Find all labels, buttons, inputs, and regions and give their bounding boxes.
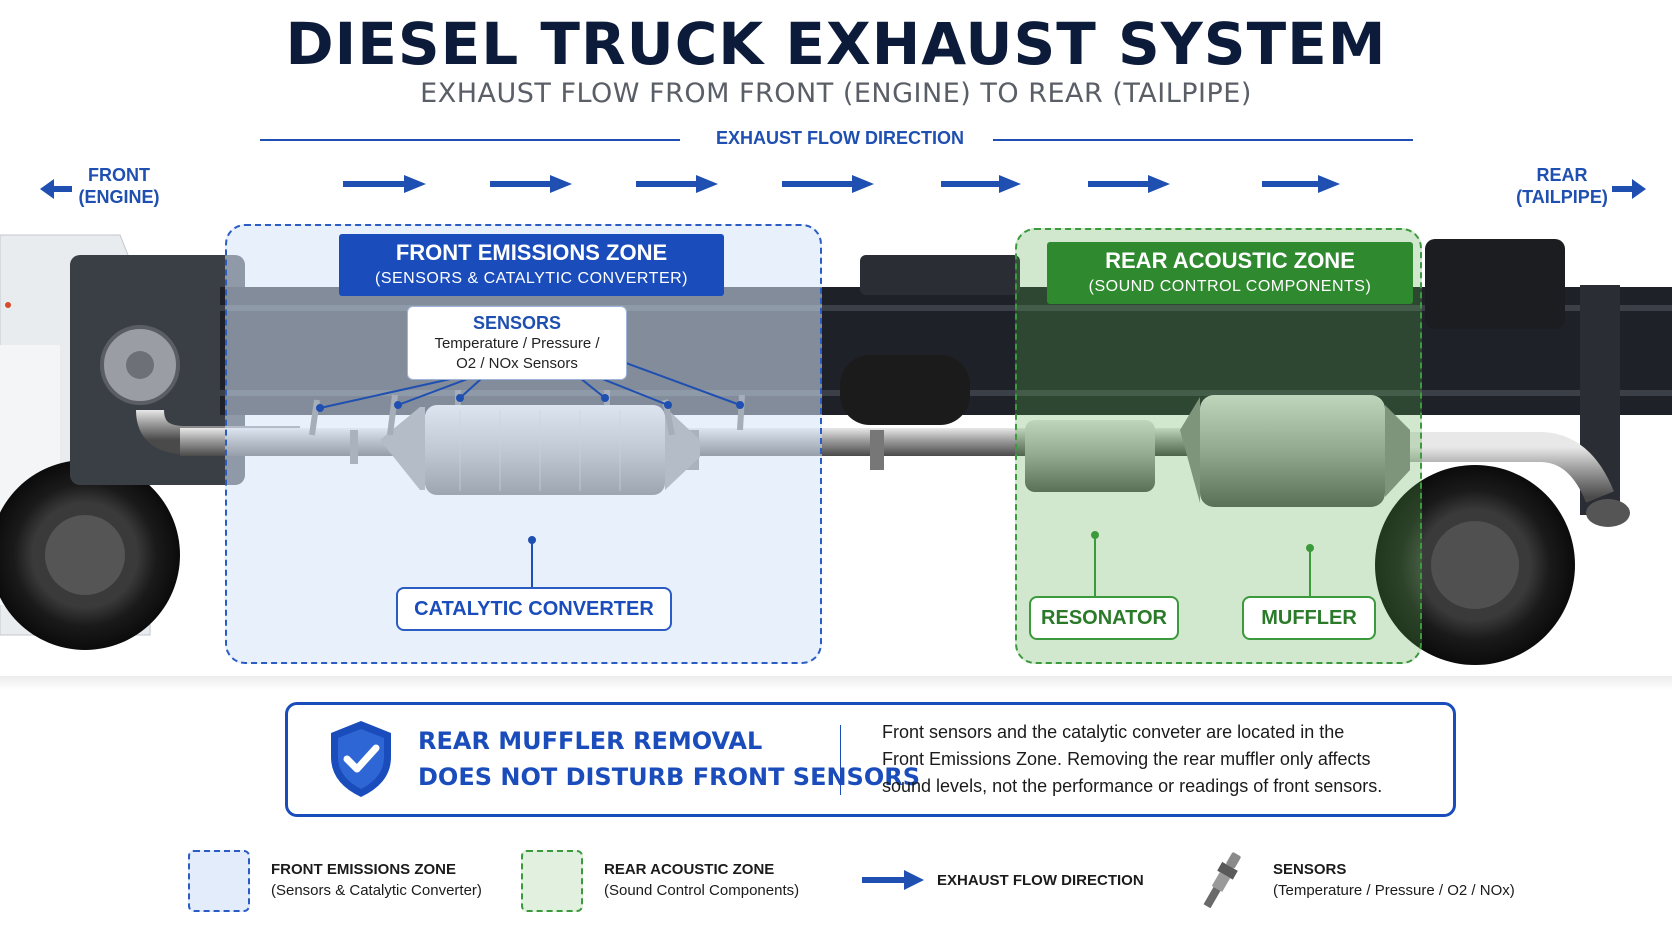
front-label-line2: (ENGINE) <box>78 187 160 207</box>
shield-check-icon <box>331 721 391 797</box>
legend-sensors-sub: (Temperature / Pressure / O2 / NOx) <box>1273 882 1515 899</box>
flow-direction-label: EXHAUST FLOW DIRECTION <box>716 128 964 148</box>
ground-shadow <box>0 676 1672 690</box>
legend-rear-sub: (Sound Control Components) <box>604 882 800 899</box>
legend-front-swatch <box>188 850 250 912</box>
catalytic-converter-callout: CATALYTIC CONVERTER <box>396 587 672 631</box>
notice-body-line2: Front Emissions Zone. Removing the rear … <box>882 749 1371 769</box>
legend-front: FRONT EMISSIONS ZONE (Sensors & Catalyti… <box>271 859 482 901</box>
notice-heading: REAR MUFFLER REMOVAL DOES NOT DISTURB FR… <box>418 723 920 795</box>
rear-label-line1: REAR <box>1536 165 1588 185</box>
flow-line-left <box>260 139 680 141</box>
rear-zone-subtitle: (SOUND CONTROL COMPONENTS) <box>1088 278 1372 295</box>
front-zone-title: FRONT EMISSIONS ZONE <box>395 240 668 265</box>
sensors-callout-title: SENSORS <box>472 313 562 333</box>
arrow-right-icon <box>1612 179 1646 199</box>
notice-body: Front sensors and the catalytic conveter… <box>882 719 1422 800</box>
notice-heading-line2: DOES NOT DISTURB FRONT SENSORS <box>418 763 921 791</box>
notice-panel: REAR MUFFLER REMOVAL DOES NOT DISTURB FR… <box>285 702 1456 817</box>
resonator-callout: RESONATOR <box>1029 596 1179 640</box>
muffler-illustration <box>1180 395 1410 507</box>
page-subtitle: EXHAUST FLOW FROM FRONT (ENGINE) TO REAR… <box>420 78 1252 109</box>
notice-body-line1: Front sensors and the catalytic conveter… <box>882 722 1345 742</box>
notice-body-line3: sound levels, not the performance or rea… <box>882 776 1383 796</box>
sensors-callout: SENSORS Temperature / Pressure / O2 / NO… <box>407 306 627 380</box>
front-zone-subtitle: (SENSORS & CATALYTIC CONVERTER) <box>374 270 689 287</box>
sensors-callout-line1: Temperature / Pressure / <box>434 335 600 352</box>
front-zone-title-banner: FRONT EMISSIONS ZONE (SENSORS & CATALYTI… <box>339 234 724 296</box>
legend-flow-arrow-icon <box>862 870 924 890</box>
rear-tailpipe-label: REAR (TAILPIPE) <box>1512 164 1612 208</box>
fuel-tank <box>1425 239 1565 329</box>
front-label-line1: FRONT <box>88 165 150 185</box>
sensors-callout-line2: O2 / NOx Sensors <box>456 355 578 372</box>
legend-rear-title: REAR ACOUSTIC ZONE <box>604 861 775 878</box>
page-title: DIESEL TRUCK EXHAUST SYSTEM <box>285 10 1387 78</box>
legend-sensors-title: SENSORS <box>1273 861 1347 878</box>
flow-arrow-2 <box>490 175 572 193</box>
flow-arrow-6 <box>1088 175 1170 193</box>
notice-divider <box>840 725 841 795</box>
flow-arrow-3 <box>636 175 718 193</box>
resonator-illustration <box>1025 420 1155 492</box>
notice-heading-line1: REAR MUFFLER REMOVAL <box>418 727 763 755</box>
mid-wheel <box>840 355 970 425</box>
rear-zone-title: REAR ACOUSTIC ZONE <box>1105 248 1355 273</box>
arrow-left-icon <box>40 179 72 199</box>
legend-flow-title: EXHAUST FLOW DIRECTION <box>937 872 1144 889</box>
legend-rear: REAR ACOUSTIC ZONE (Sound Control Compon… <box>604 859 799 901</box>
legend-sensors: SENSORS (Temperature / Pressure / O2 / N… <box>1273 859 1515 901</box>
flow-arrow-5 <box>941 175 1021 193</box>
sensor-probe-icon <box>1203 852 1241 909</box>
rear-zone-title-banner: REAR ACOUSTIC ZONE (SOUND CONTROL COMPON… <box>1047 242 1413 304</box>
flow-arrow-4 <box>782 175 874 193</box>
flow-line-right <box>993 139 1413 141</box>
legend-front-sub: (Sensors & Catalytic Converter) <box>271 882 482 899</box>
rear-label-line2: (TAILPIPE) <box>1516 187 1608 207</box>
legend-front-title: FRONT EMISSIONS ZONE <box>271 861 457 878</box>
front-engine-label: FRONT (ENGINE) <box>74 164 164 208</box>
flow-arrows <box>343 175 1340 193</box>
muffler-callout: MUFFLER <box>1242 596 1376 640</box>
flow-arrow-7 <box>1262 175 1340 193</box>
flow-arrow-1 <box>343 175 426 193</box>
legend-flow: EXHAUST FLOW DIRECTION <box>937 870 1144 891</box>
legend-rear-swatch <box>521 850 583 912</box>
